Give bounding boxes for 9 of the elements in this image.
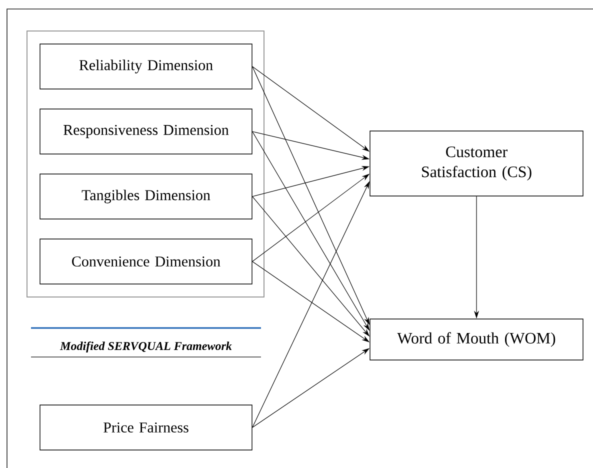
box: Tangibles Dimension (40, 174, 252, 220)
box: Reliability Dimension (40, 44, 252, 90)
box: Responsiveness Dimension (40, 108, 252, 154)
box: Word of Mouth (WOM) (370, 318, 584, 360)
framework-box (26, 30, 264, 298)
box: Price Fairness (40, 404, 252, 450)
box: Customer Satisfaction (CS) (370, 130, 584, 196)
box: Convenience Dimension (40, 238, 252, 284)
framework-label: Modified SERVQUAL Framework (60, 342, 232, 352)
